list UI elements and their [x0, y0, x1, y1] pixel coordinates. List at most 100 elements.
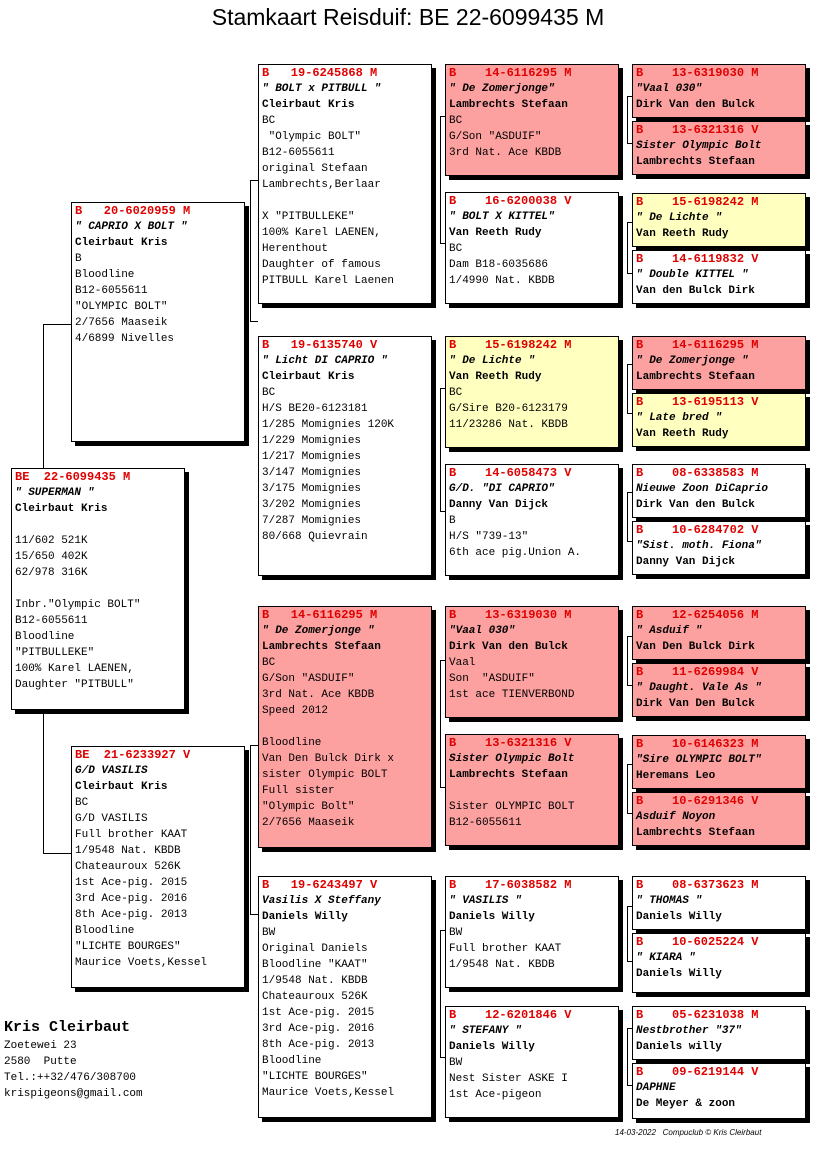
- pigeon-name: " KIARA ": [636, 952, 696, 964]
- ring-number: B 19-6243497 V: [262, 878, 378, 892]
- pigeon-detail-line: PITBULL Karel Laenen: [262, 275, 395, 287]
- pigeon-owner: Van Reeth Rudy: [449, 227, 542, 239]
- pigeon-detail-line: Chateauroux 526K: [262, 991, 368, 1003]
- pigeon-detail-line: BC: [262, 387, 276, 399]
- pigeon-card-g1: B 13-6319030 M"Vaal 030"Dirk Van den Bul…: [632, 64, 806, 118]
- pigeon-detail-line: B12-6055611: [15, 615, 88, 627]
- pigeon-detail-line: 1/285 Momignies 120K: [262, 419, 395, 431]
- pigeon-detail-line: BC: [449, 115, 463, 127]
- pigeon-name: " BOLT x PITBULL ": [262, 83, 381, 95]
- pigeon-owner: Lambrechts Stefaan: [636, 827, 755, 839]
- pigeon-detail-line: Daughter of famous: [262, 259, 381, 271]
- pigeon-detail-line: 3/147 Momignies: [262, 467, 362, 479]
- pigeon-name: " BOLT X KITTEL": [449, 211, 555, 223]
- pigeon-card-ds: B 14-6116295 M" De Zomerjonge "Lambrecht…: [258, 606, 432, 848]
- breeder-address: Zoetewei 23: [4, 1040, 77, 1052]
- pigeon-owner: Danny Van Dijck: [636, 556, 736, 568]
- pigeon-owner: Cleirbaut Kris: [262, 99, 355, 111]
- pigeon-card-sire: B 20-6020959 M" CAPRIO X BOLT "Cleirbaut…: [71, 202, 245, 442]
- pigeon-detail-line: Van Den Bulck Dirk x: [262, 753, 395, 765]
- pigeon-detail-line: Vaal: [449, 657, 476, 669]
- pigeon-name: " SUPERMAN ": [15, 487, 95, 499]
- pigeon-owner: Van Den Bulck Dirk: [636, 641, 755, 653]
- pigeon-card-g4: B 14-6119832 V " Double KITTEL " Van den B…: [632, 250, 806, 304]
- pigeon-detail-line: "Olympic Bolt": [262, 801, 355, 813]
- pigeon-detail-line: 62/978 316K: [15, 567, 88, 579]
- pigeon-detail-line: Bloodline: [262, 1055, 322, 1067]
- pigeon-detail-line: 3rd Nat. Ace KBDB: [449, 147, 562, 159]
- ring-number: B 12-6254056 M: [636, 608, 759, 622]
- ring-number: B 10-6025224 V: [636, 935, 759, 949]
- pigeon-name: Asduif Noyon: [636, 811, 716, 823]
- pigeon-detail-line: 100% Karel LAENEN,: [15, 663, 134, 675]
- pigeon-owner: Van den Bulck Dirk: [636, 285, 755, 297]
- pigeon-card-dss: B 13-6319030 M"Vaal 030"Dirk Van den Bul…: [445, 606, 619, 718]
- pigeon-detail-line: Dam B18-6035686: [449, 259, 549, 271]
- pigeon-detail-line: Bloodline: [15, 631, 75, 643]
- page-title: Stamkaart Reisduif: BE 22-6099435 M: [211, 4, 605, 30]
- pigeon-name: " Double KITTEL ": [636, 269, 749, 281]
- ring-number: B 08-6373623 M: [636, 878, 759, 892]
- pigeon-detail-line: B12-6055611: [262, 147, 335, 159]
- breeder-info: Kris Cleirbaut Zoetewei 23 2580 Putte Te…: [4, 1018, 143, 1102]
- pigeon-detail-line: "Olympic BOLT": [262, 131, 362, 143]
- pigeon-detail-line: Son "ASDUIF": [449, 673, 535, 685]
- breeder-city: 2580 Putte: [4, 1056, 77, 1068]
- pigeon-owner: Van Reeth Rudy: [636, 228, 729, 240]
- pigeon-card-g8: B 10-6284702 V"Sist. moth. Fiona"Danny V…: [632, 521, 806, 575]
- ring-number: B 14-6058473 V: [449, 466, 572, 480]
- pigeon-detail-line: Nest Sister ASKE I: [449, 1073, 568, 1085]
- pigeon-name: " Late bred ": [636, 412, 722, 424]
- ring-number: B 19-6135740 V: [262, 338, 378, 352]
- pigeon-detail-line: Sister OLYMPIC BOLT: [449, 801, 575, 813]
- pigeon-detail-line: 7/287 Momignies: [262, 515, 362, 527]
- pigeon-name: " De Zomerjonge ": [262, 625, 375, 637]
- pigeon-card-sd: B 19-6135740 V" Licht DI CAPRIO "Cleirba…: [258, 336, 432, 576]
- pigeon-detail-line: Daughter "PITBULL": [15, 679, 134, 691]
- pigeon-card-g11: B 10-6146323 M"Sire OLYMPIC BOLT"Hereman…: [632, 735, 806, 789]
- pigeon-detail-line: 1st Ace-pigeon: [449, 1089, 542, 1101]
- pigeon-detail-line: 4/6899 Nivelles: [75, 333, 175, 345]
- pigeon-card-g6: B 13-6195113 V" Late bred "Van Reeth Rud…: [632, 393, 806, 447]
- pigeon-name: "Vaal 030": [449, 625, 516, 637]
- pigeon-owner: Cleirbaut Kris: [262, 371, 355, 383]
- pigeon-name: "Sist. moth. Fiona": [636, 540, 762, 552]
- pigeon-card-g3: B 15-6198242 M" De Lichte "Van Reeth Rud…: [632, 193, 806, 247]
- pigeon-detail-line: 1/9548 Nat. KBDB: [262, 975, 368, 987]
- ring-number: B 20-6020959 M: [75, 204, 191, 218]
- pigeon-name: G/D VASILIS: [75, 765, 148, 777]
- pigeon-detail-line: 2/7656 Maaseik: [262, 817, 355, 829]
- pigeon-detail-line: 3rd Ace-pig. 2016: [262, 1023, 375, 1035]
- pigeon-detail-line: H/S "739-13": [449, 531, 529, 543]
- pigeon-owner: Daniels Willy: [449, 911, 535, 923]
- pigeon-name: " Asduif ": [636, 625, 703, 637]
- ring-number: B 17-6038582 M: [449, 878, 572, 892]
- pigeon-detail-line: 15/650 402K: [15, 551, 88, 563]
- pigeon-owner: Cleirbaut Kris: [15, 503, 108, 515]
- pigeon-detail-line: X "PITBULLEKE": [262, 211, 355, 223]
- breeder-email: krispigeons@gmail.com: [4, 1088, 143, 1100]
- pigeon-name: Sister Olympic Bolt: [636, 140, 762, 152]
- pigeon-detail-line: Original Daniels: [262, 943, 368, 955]
- pigeon-detail-line: 8th Ace-pig. 2013: [262, 1039, 375, 1051]
- pigeon-card-ss: B 19-6245868 M" BOLT x PITBULL "Cleirbau…: [258, 64, 432, 304]
- pigeon-detail-line: B: [449, 515, 456, 527]
- pigeon-owner: Daniels Willy: [449, 1041, 535, 1053]
- ring-number: B 08-6338583 M: [636, 466, 759, 480]
- pigeon-detail-line: 1/217 Momignies: [262, 451, 362, 463]
- pigeon-detail-line: [15, 517, 181, 533]
- ring-number: B 13-6321316 V: [636, 123, 759, 137]
- ring-number: B 14-6119832 V: [636, 252, 759, 266]
- pigeon-detail-line: BW: [262, 927, 276, 939]
- ring-number: BE 21-6233927 V: [75, 748, 191, 762]
- pigeon-detail-line: 3/175 Momignies: [262, 483, 362, 495]
- pigeon-name: Vasilis X Steffany: [262, 895, 381, 907]
- pigeon-detail-line: Inbr."Olympic BOLT": [15, 599, 141, 611]
- pigeon-detail-line: original Stefaan: [262, 163, 368, 175]
- pigeon-detail-line: G/Son "ASDUIF": [449, 131, 542, 143]
- pigeon-detail-line: Herenthout: [262, 243, 329, 255]
- pigeon-name: "Vaal 030": [636, 83, 703, 95]
